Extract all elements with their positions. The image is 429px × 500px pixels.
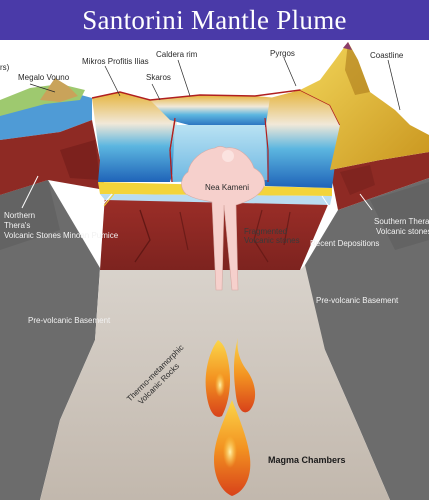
label-coastline: Coastline: [370, 51, 404, 60]
label-northern-thera-1: Northern: [4, 211, 35, 220]
pointer-lines: [29, 57, 401, 111]
nea-kameni-plume: [181, 146, 265, 291]
right-crust-section: [330, 152, 429, 210]
magma-core-glow: [223, 436, 237, 468]
caldera-wall-back: [150, 95, 300, 128]
label-magma-chambers: Magma Chambers: [268, 455, 346, 465]
crust-fracture-lines: [134, 209, 291, 263]
megalo-vouno-hill: [40, 78, 78, 102]
left-basement-texture: [0, 180, 60, 250]
label-minoan-pumice: Minoan Pumice: [63, 231, 119, 240]
right-basement-block: [300, 178, 429, 500]
label-northern-thera-3: Volcanic Stones: [4, 231, 61, 240]
plume-highlight: [222, 150, 234, 162]
label-prevolcanic-basement-right: Pre-volcanic Basement: [316, 296, 399, 305]
title-bar: Santorini Mantle Plume: [0, 0, 429, 40]
left-crust-dark: [60, 140, 100, 180]
label-skaros: Skaros: [146, 73, 171, 82]
left-basement-block: [0, 180, 100, 500]
caldera-inner-walls: [169, 117, 269, 183]
pyrgos-peak-shadow: [345, 42, 370, 95]
label-recent-depositions: Recent Depositions: [310, 239, 379, 248]
pyrgos-mountain: [300, 42, 429, 170]
magma-chamber-upper-right: [234, 338, 256, 413]
label-northern-thera-2: Thera's: [4, 221, 30, 230]
label-prevolcanic-basement-left: Pre-volcanic Basement: [28, 316, 111, 325]
pyrgos-peak-cap: [343, 42, 352, 50]
right-crust-swirl: [340, 165, 375, 195]
label-pyrgos: Pyrgos: [270, 49, 295, 58]
diagram-title: Santorini Mantle Plume: [82, 4, 347, 35]
arrow-lines: [21, 175, 373, 211]
label-nea-kameni: Nea Kameni: [205, 183, 249, 192]
right-basement-texture: [370, 182, 429, 250]
label-fragmented-1: Fragmented: [244, 227, 287, 236]
label-rs: rs): [0, 63, 10, 72]
label-fragmented-2: Volcanic stones: [244, 236, 300, 245]
label-southern-thera-1: Southern Thera's: [374, 217, 429, 226]
label-caldera-rim: Caldera rim: [156, 50, 198, 59]
label-megalo-vouno: Megalo Vouno: [18, 73, 70, 82]
label-mikros-profitis-ilias: Mikros Profitis Ilias: [82, 57, 149, 66]
magma-upper-glow: [215, 373, 225, 397]
arrow-yellow: [103, 193, 115, 207]
caldera-wall-right: [262, 90, 340, 188]
label-southern-thera-2: Volcanic stones: [376, 227, 429, 236]
caldera-wall-left: [92, 92, 180, 182]
